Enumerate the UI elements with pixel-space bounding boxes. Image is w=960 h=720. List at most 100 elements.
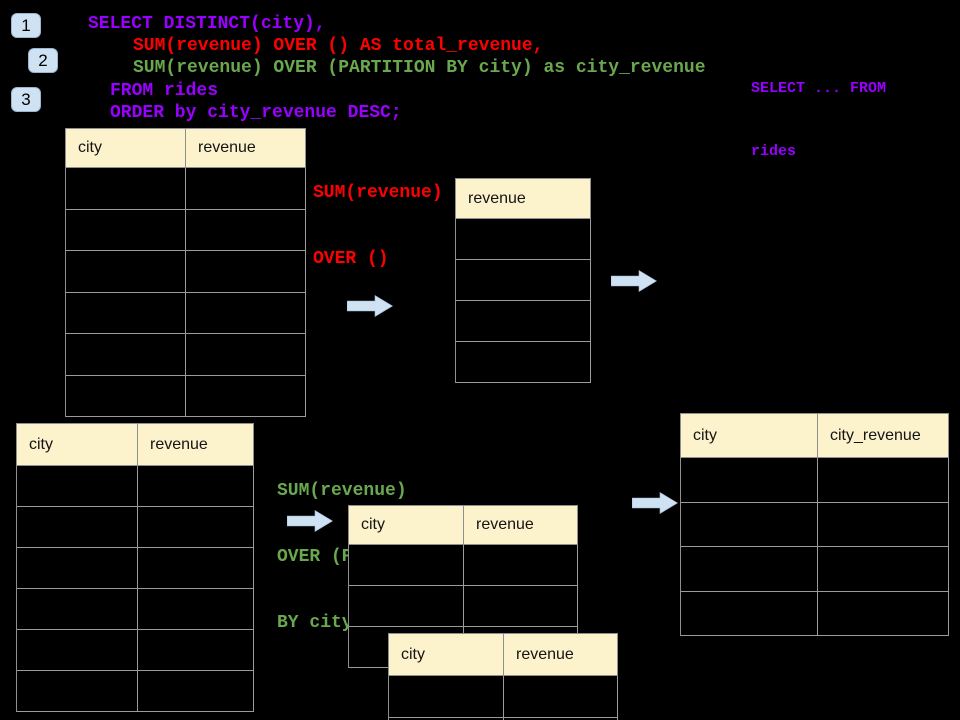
side-note-select-from-rides: SELECT ... FROM rides <box>751 36 886 204</box>
column-header-city-revenue: city_revenue <box>818 414 949 458</box>
table-cell-empty <box>186 251 306 293</box>
table-cell-empty <box>818 458 949 503</box>
step-badge-2-label: 2 <box>38 50 48 70</box>
sql-line-from: FROM rides <box>110 81 219 101</box>
table-cell-empty <box>456 260 591 301</box>
flow-arrow-total-icon <box>347 295 393 317</box>
table-row <box>66 334 306 376</box>
table-cell-empty <box>138 589 254 630</box>
table-cell-empty <box>464 545 578 586</box>
column-header-revenue: revenue <box>464 506 578 545</box>
step-badge-3: 3 <box>11 87 41 112</box>
table-cell-empty <box>186 375 306 417</box>
table-cell-empty <box>681 547 818 592</box>
table-cell-empty <box>681 458 818 503</box>
table-source-bottom-body <box>17 466 254 712</box>
table-row <box>17 589 254 630</box>
table-row <box>349 545 578 586</box>
table-cell-empty <box>186 168 306 210</box>
table-source-bottom: city revenue <box>16 423 254 712</box>
table-cell-empty <box>138 671 254 712</box>
annotation-total-line-2: OVER () <box>313 249 389 269</box>
flow-arrow-partition-out-icon <box>632 492 678 514</box>
sql-line-order-by: ORDER by city_revenue DESC; <box>110 103 402 123</box>
table-row <box>389 718 618 720</box>
step-badge-1: 1 <box>11 13 41 38</box>
table-cell-empty <box>456 301 591 342</box>
table-source-top-body <box>66 168 306 417</box>
table-cell-empty <box>66 334 186 376</box>
table-row <box>17 548 254 589</box>
table-row <box>456 301 591 342</box>
table-source-bottom-header: city revenue <box>17 424 254 466</box>
column-header-city: city <box>17 424 138 466</box>
table-cell-empty <box>456 219 591 260</box>
step-badge-3-label: 3 <box>21 89 31 109</box>
table-row <box>456 260 591 301</box>
sql-line-select: SELECT DISTINCT(city), <box>88 14 326 34</box>
table-row <box>681 458 949 503</box>
table-row <box>681 591 949 636</box>
table-row <box>66 375 306 417</box>
annotation-total-line-1: SUM(revenue) <box>313 183 443 203</box>
table-cell-empty <box>17 630 138 671</box>
table-cell-empty <box>17 466 138 507</box>
table-cell-empty <box>138 466 254 507</box>
table-row <box>66 251 306 293</box>
table-cell-empty <box>66 209 186 251</box>
table-cell-empty <box>681 591 818 636</box>
table-row <box>681 547 949 592</box>
table-cell-empty <box>17 548 138 589</box>
flow-arrow-partition-icon <box>287 510 333 532</box>
table-row <box>66 209 306 251</box>
table-partition-overlay-body <box>389 676 618 720</box>
table-row <box>17 466 254 507</box>
table-partition-overlay-header: city revenue <box>389 634 618 676</box>
table-cell-empty <box>389 718 504 720</box>
annotation-sum-over-total: SUM(revenue) OVER () <box>313 138 443 314</box>
flow-arrow-total-out-icon <box>611 270 657 292</box>
table-cell-empty <box>66 375 186 417</box>
table-row <box>389 676 618 718</box>
table-cell-empty <box>504 676 618 718</box>
column-header-revenue: revenue <box>504 634 618 676</box>
table-row <box>456 342 591 383</box>
column-header-city: city <box>66 129 186 168</box>
column-header-revenue: revenue <box>186 129 306 168</box>
table-cell-empty <box>138 507 254 548</box>
table-partition-step-header: city revenue <box>349 506 578 545</box>
table-cell-empty <box>138 548 254 589</box>
column-header-city: city <box>389 634 504 676</box>
table-total-result-header: revenue <box>456 179 591 219</box>
table-row <box>66 292 306 334</box>
step-badge-2: 2 <box>28 48 58 73</box>
table-partition-result: city city_revenue <box>680 413 949 636</box>
table-row <box>456 219 591 260</box>
table-row <box>17 671 254 712</box>
table-cell-empty <box>818 502 949 547</box>
table-row <box>17 630 254 671</box>
column-header-revenue: revenue <box>456 179 591 219</box>
table-cell-empty <box>66 168 186 210</box>
table-cell-empty <box>349 586 464 627</box>
table-total-result: revenue <box>455 178 591 383</box>
side-note-line-2: rides <box>751 143 797 160</box>
table-cell-empty <box>349 545 464 586</box>
table-cell-empty <box>456 342 591 383</box>
annotation-partition-line-1: SUM(revenue) <box>277 481 407 501</box>
sql-line-total-revenue: SUM(revenue) OVER () AS total_revenue, <box>133 36 544 56</box>
step-badge-1-label: 1 <box>21 15 31 35</box>
table-cell-empty <box>17 507 138 548</box>
table-cell-empty <box>66 251 186 293</box>
table-cell-empty <box>186 209 306 251</box>
table-source-top-header: city revenue <box>66 129 306 168</box>
table-cell-empty <box>389 676 504 718</box>
table-cell-empty <box>66 292 186 334</box>
table-partition-result-body <box>681 458 949 636</box>
table-cell-empty <box>504 718 618 720</box>
table-source-top: city revenue <box>65 128 306 417</box>
table-cell-empty <box>186 292 306 334</box>
table-cell-empty <box>681 502 818 547</box>
table-cell-empty <box>186 334 306 376</box>
